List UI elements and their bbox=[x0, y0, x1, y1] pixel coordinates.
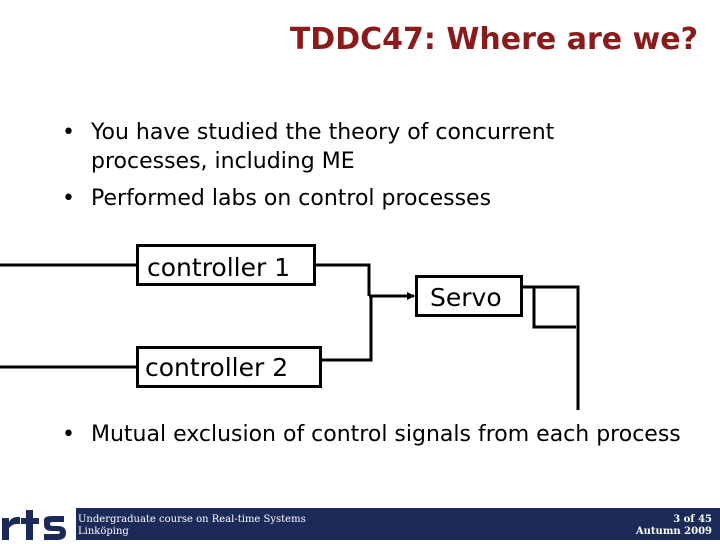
rts-logo bbox=[0, 508, 76, 540]
rts-logo-icon bbox=[2, 510, 66, 540]
controller-2-box: controller 2 bbox=[136, 346, 322, 388]
servo-box: Servo bbox=[415, 275, 523, 317]
bullet-glyph: • bbox=[62, 422, 75, 447]
servo-output-line bbox=[523, 285, 580, 410]
bullet-text: Performed labs on control processes bbox=[91, 186, 492, 211]
bullet-text: Mutual exclusion of control signals from… bbox=[91, 422, 681, 447]
controller-1-box: controller 1 bbox=[136, 244, 316, 286]
bullet-item: • Mutual exclusion of control signals fr… bbox=[62, 420, 682, 449]
controller-2-label: controller 2 bbox=[145, 353, 289, 382]
footer-page-info: 3 of 45 Autumn 2009 bbox=[636, 514, 712, 538]
servo-label: Servo bbox=[430, 283, 502, 312]
servo-bracket-line bbox=[532, 287, 576, 329]
footer-place: Linköping bbox=[78, 526, 129, 537]
slide-title: TDDC47: Where are we? bbox=[289, 22, 698, 57]
bullet-glyph: • bbox=[62, 120, 75, 145]
bullet-list-top: • You have studied the theory of concurr… bbox=[62, 118, 662, 213]
bullet-item: • You have studied the theory of concurr… bbox=[62, 118, 662, 176]
footer-course-info: Undergraduate course on Real-time System… bbox=[78, 514, 306, 538]
footer-course: Undergraduate course on Real-time System… bbox=[78, 514, 306, 525]
footer-bar bbox=[72, 508, 720, 540]
footer-term: Autumn 2009 bbox=[635, 526, 712, 537]
controller-1-label: controller 1 bbox=[147, 253, 291, 282]
bullet-list-bottom: • Mutual exclusion of control signals fr… bbox=[62, 420, 682, 449]
controller-2-output-line bbox=[322, 296, 373, 362]
footer: Undergraduate course on Real-time System… bbox=[0, 508, 720, 540]
controller-1-output-line bbox=[316, 263, 371, 296]
bullet-glyph: • bbox=[62, 186, 75, 211]
bullet-text: You have studied the theory of concurren… bbox=[91, 120, 555, 174]
footer-page: 3 of 45 bbox=[673, 514, 712, 525]
bullet-item: • Performed labs on control processes bbox=[62, 184, 662, 213]
